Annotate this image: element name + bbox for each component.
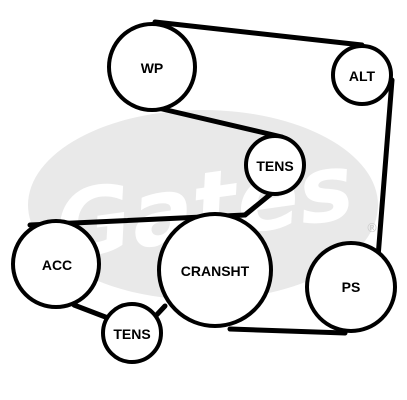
belt-segment-crank-tens-upper bbox=[242, 190, 275, 218]
belt-segment-alt-ps bbox=[374, 77, 395, 273]
pulley-alt bbox=[331, 44, 393, 106]
pulley-label-tens-lower: TENS bbox=[113, 326, 150, 342]
pulley-label-acc: ACC bbox=[42, 257, 72, 273]
pulley-acc bbox=[11, 219, 101, 309]
pulley-wp bbox=[107, 22, 197, 112]
pulley-label-cranksht: CRANSHT bbox=[181, 263, 250, 279]
belt-segment-tens-upper-wp bbox=[155, 105, 285, 140]
pulley-tens-lower bbox=[101, 302, 163, 364]
pulley-label-ps: PS bbox=[342, 279, 361, 295]
pulley-ps bbox=[305, 241, 397, 333]
pulley-tens-upper bbox=[244, 134, 306, 196]
pulleys bbox=[11, 22, 397, 364]
belt-segment-wp-alt bbox=[152, 19, 365, 48]
pulley-label-wp: WP bbox=[141, 60, 164, 76]
pulley-label-tens-upper: TENS bbox=[256, 158, 293, 174]
belt-segment-tens-lower-acc bbox=[71, 302, 111, 321]
watermark-registered-mark: ® bbox=[366, 221, 378, 235]
belt-segment-ps-crank bbox=[227, 326, 348, 336]
pulley-cranksht bbox=[157, 212, 273, 328]
pulley-label-alt: ALT bbox=[349, 68, 376, 84]
